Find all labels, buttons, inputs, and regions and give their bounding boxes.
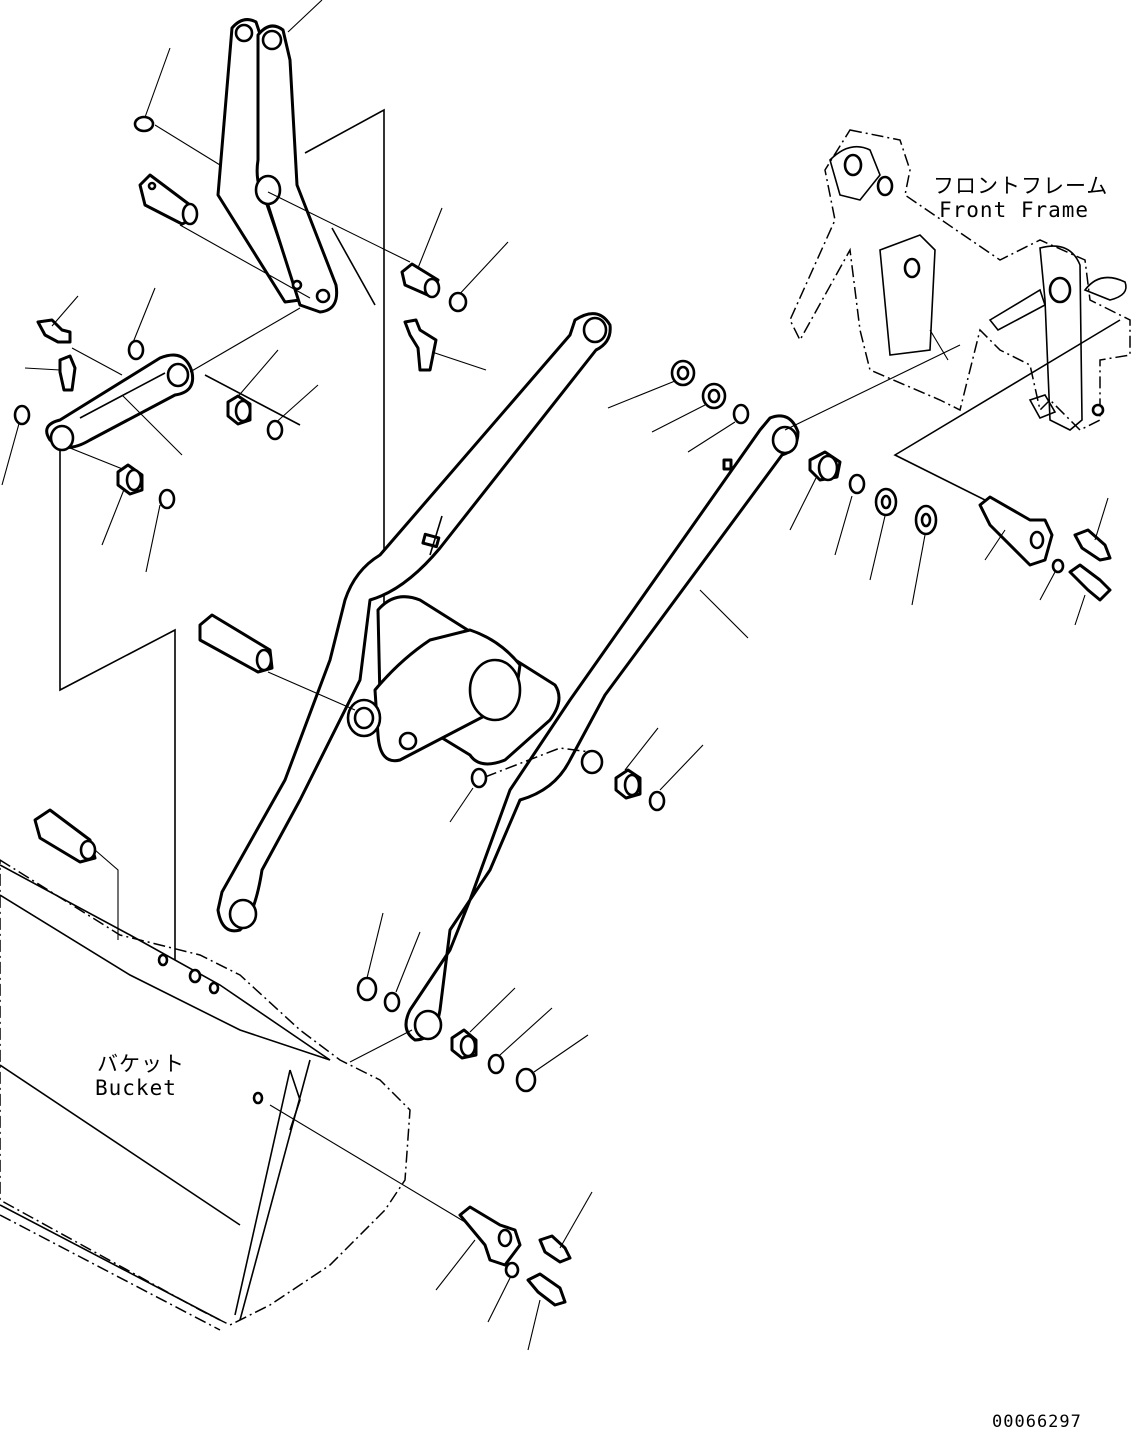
seal-ring [848,473,866,495]
bushing [116,463,144,496]
front-frame [789,129,1131,431]
pin-frame [978,495,1054,567]
front-frame-label-jp: フロントフレーム [933,174,1109,198]
seal-ring [13,404,31,426]
shim-washer [707,388,721,404]
bolt [1068,563,1112,626]
pin-top [138,173,199,226]
bucket-label-en: Bucket [95,1076,177,1100]
grease-fitting [36,295,79,344]
seal-ring [648,790,666,812]
leader-outline [59,450,176,960]
bushing-top [400,262,441,299]
bell-crank-leaders [143,0,509,655]
pin-bucket-lower [435,1205,522,1291]
cross-tube [346,595,561,766]
tilt-link-leaders [1,287,319,573]
tilt-link [45,347,195,456]
bell-crank [216,18,339,314]
front-frame-label-en: Front Frame [939,198,1090,222]
bucket-label-jp: バケット [97,1052,185,1076]
grease-fitting [403,318,487,372]
lock-washer [1051,558,1065,574]
pin-bucket [33,808,119,940]
bucket [0,859,471,1331]
bushing [226,394,252,426]
seal-ring [732,403,750,425]
shim-washer [515,1067,537,1093]
bolt [526,1272,567,1351]
seal-ring [448,291,468,313]
seal-ring [266,419,284,441]
lock-washer [504,1261,520,1279]
grease-fitting [1073,497,1112,562]
seal-ring [470,767,488,789]
leader-line [349,1029,413,1063]
pin-cross-tube [198,613,356,711]
seal-ring [158,488,176,510]
bushing [614,727,659,800]
lift-arm-right [404,344,961,1042]
seal-ring [133,115,155,133]
seal-ring [487,1053,505,1075]
grease-fitting [538,1191,593,1264]
seal-ring [383,991,401,1013]
leader-outline [204,374,301,426]
shim-washer [880,494,892,510]
grease-fitting [24,354,77,392]
drawing-number: 00066297 [992,1412,1082,1432]
seal-ring [127,339,145,361]
bushing [789,450,842,531]
bushing [450,987,516,1060]
shim-washer [676,365,690,381]
shim-washer [920,512,932,528]
hidden-line [484,747,591,778]
shim-washer [356,976,378,1002]
